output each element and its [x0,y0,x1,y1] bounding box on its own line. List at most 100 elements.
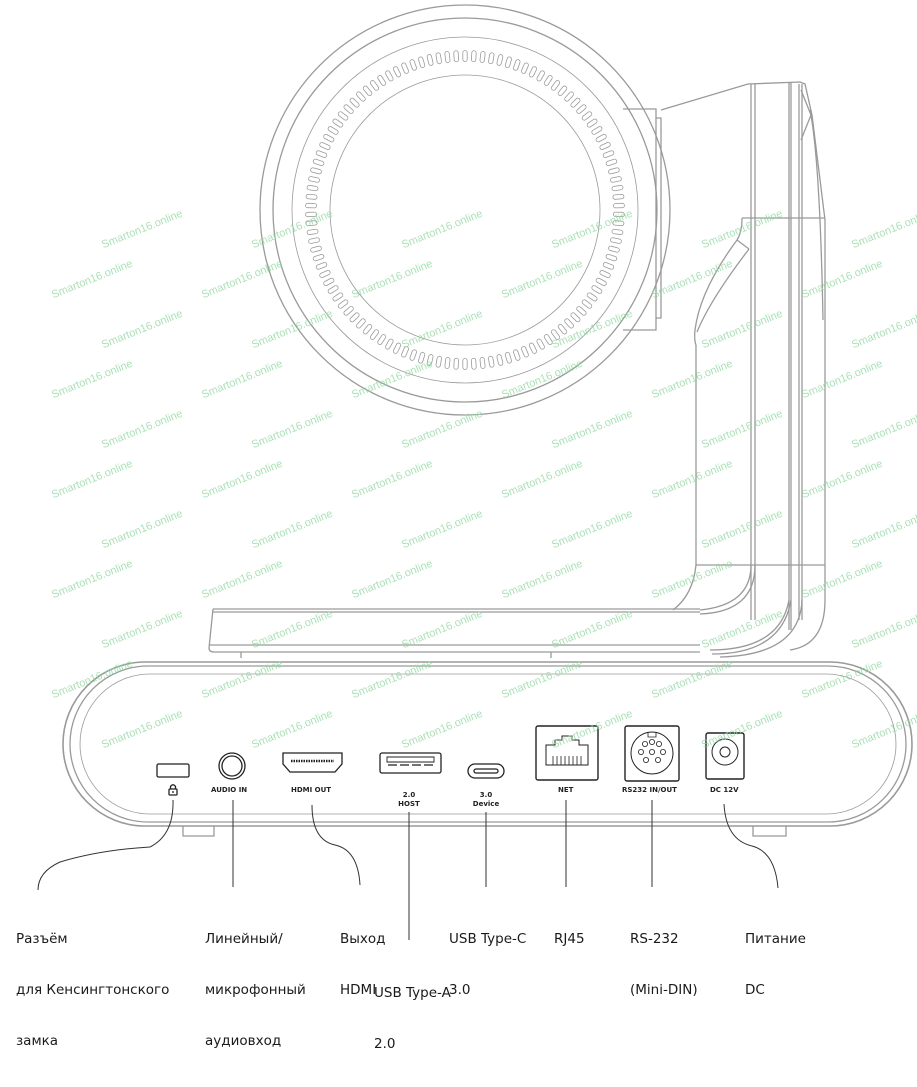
lens-slot [586,292,598,302]
lens-slot [586,118,598,128]
lens-slot [377,75,387,86]
padlock-icon [168,784,178,796]
leader-hdmi [311,804,361,886]
lens-slot [591,285,603,294]
lens-slot [471,50,477,63]
callout-usba: USB Type-A 2.0 [374,951,451,1087]
lens-slot [564,91,574,102]
port-label-usba-line2: HOST [398,800,420,808]
lens-slot [595,277,607,287]
din-pin [642,741,649,748]
din-pin [638,749,645,756]
lens-slot [312,253,325,262]
lens-slot [312,158,325,167]
callout-hdmi: Выход HDMI [340,897,386,1033]
arm-foot [208,608,700,658]
port-label-net: NET [558,786,574,794]
lens-slot [356,91,366,102]
lens-slot [327,285,339,294]
callout-line: Питание [745,931,806,947]
camera-rear-diagram: AUDIO IN HDMI OUT 2.0 HOST 3.0 Device NE… [16,4,917,1052]
lens-slot [536,70,545,82]
lens-slot [543,334,553,345]
lens-slot [305,220,318,227]
port-label-hdmi: HDMI OUT [291,786,332,794]
callout-usbc: USB Type-C 3.0 [449,897,526,1033]
lens-slot [599,270,611,278]
lens-slot [471,357,477,370]
lens-slot [611,228,624,235]
kensington-slot [156,763,190,778]
lens-slot [337,299,349,309]
lens-slot [444,51,451,63]
lens-slot [613,202,625,209]
lens-slot [564,318,574,329]
lens-slot [570,312,581,323]
lens-slot [576,104,587,114]
callout-line: 3.0 [449,982,471,998]
lens-slot [310,167,322,175]
lens-slot [453,357,459,370]
lens-slot [409,349,417,361]
din-pin [656,741,663,748]
lens-second-ring [272,17,658,403]
lens-slot [543,75,553,86]
base-enclosure [62,661,913,837]
lens-slot [557,324,568,335]
lens-slot [385,70,394,82]
lens-slot [369,329,380,340]
lens-slot [521,62,529,74]
hdmi-port [282,752,343,773]
leader-dc [723,803,779,889]
lens-slot [581,299,593,309]
lens-inner-ring [329,74,601,346]
lens-slot [504,351,512,364]
callout-line: замка [16,1033,59,1049]
lens-slot [444,357,451,369]
lens-slot [319,142,331,150]
callout-line: микрофонный [205,982,306,998]
din-pin [649,749,656,756]
lens-slot [513,59,521,71]
lens-slot [306,228,319,235]
lens-slot [315,262,328,270]
lens-slot [306,185,319,192]
rs232-mini-din-port [624,725,680,782]
lens-slot [453,50,459,63]
lens-slot [610,237,622,244]
rj45-port [535,725,599,781]
callout-line: DC [745,982,765,998]
lens-slot [435,52,442,65]
callout-line: USB Type-A [374,985,451,1001]
lens-mid-ring [291,36,639,384]
callout-kensington: Разъём для Кенсингтонского замка [16,897,169,1084]
din-pin [649,739,656,746]
lens-slot [349,97,360,108]
lens-slot [362,85,373,96]
lens-slot [462,358,468,370]
lens-slot [608,245,620,253]
lens-slot [550,329,561,340]
lens-slot [435,355,442,368]
lens-slot [602,150,615,158]
lens-slot [356,318,366,329]
callout-net: RJ45 [554,897,585,982]
lens-slot [323,277,335,287]
lens-slot [504,56,512,69]
camera-drawing [37,4,913,940]
lens-slot [576,306,587,316]
usb-c-port [467,763,505,779]
port-label-usbc-line1: 3.0 [479,791,493,799]
port-label-usba: 2.0 HOST [398,791,420,809]
lens-slot [327,126,339,135]
lens-slot [401,62,409,74]
leader-kensington [37,799,174,891]
lens-slot [310,245,322,253]
lens-mount [623,108,662,331]
lens-slot [591,126,603,135]
lens-slot [308,176,320,183]
lens-slot [392,66,402,78]
din-pin [655,757,662,764]
lens-slot [612,193,625,200]
lens-slot [488,52,495,65]
